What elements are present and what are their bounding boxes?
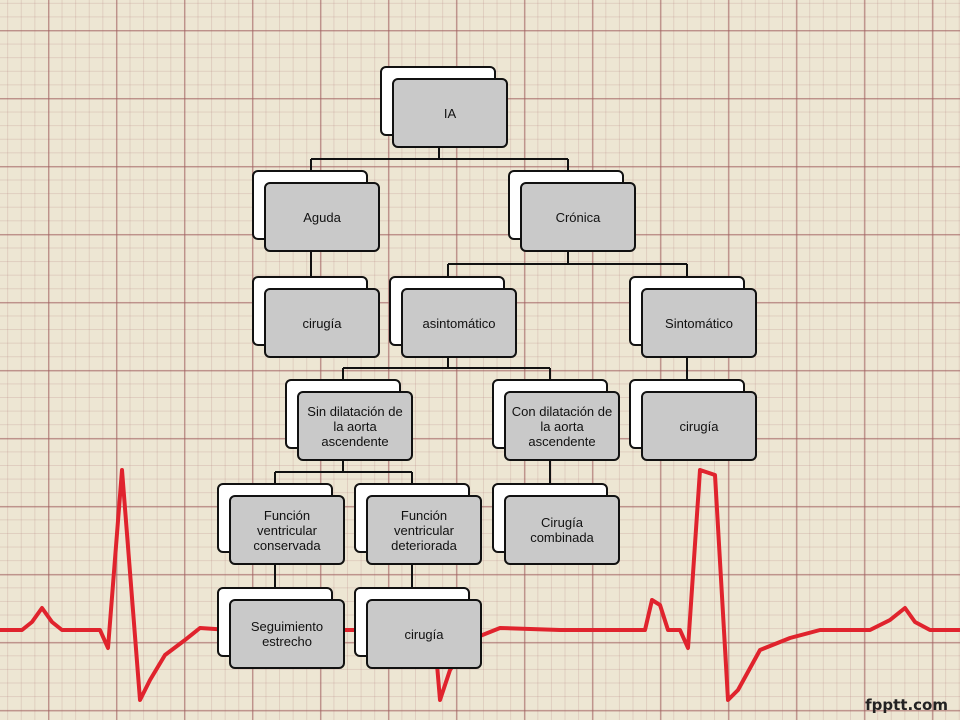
node-ia-label: IA [392,78,508,148]
connector-asintomatico [342,357,551,379]
node-cronica-label: Crónica [520,182,636,252]
connector-cronica [447,252,688,276]
node-asintomatico-label: asintomático [401,288,517,358]
node-aguda-label: Aguda [264,182,380,252]
fpptt-logo: fpptt.com [865,696,948,714]
node-con-dilatacion-label: Con dilatación de la aorta ascendente [504,391,620,461]
node-aguda-cirugia-label: cirugía [264,288,380,358]
node-sin-dilatacion-label: Sin dilatación de la aorta ascendente [297,391,413,461]
connector-ia [310,147,569,170]
node-sintomatico-label: Sintomático [641,288,757,358]
node-deteriorada-cirugia-label: cirugía [366,599,482,669]
node-funcion-conservada-label: Función ventricular conservada [229,495,345,565]
node-sintomatico-cirugia-label: cirugía [641,391,757,461]
node-funcion-deteriorada-label: Función ventricular deteriorada [366,495,482,565]
node-cirugia-combinada-label: Cirugía combinada [504,495,620,565]
node-seguimiento-label: Seguimiento estrecho [229,599,345,669]
connector-sin-dilatacion [274,461,413,483]
